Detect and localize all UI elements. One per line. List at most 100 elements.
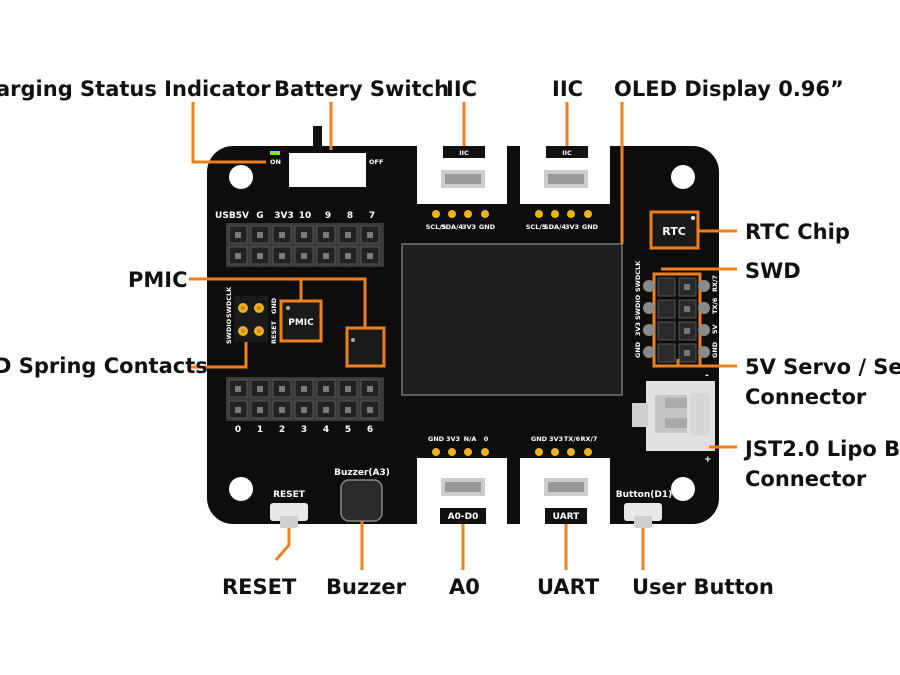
pin-label: 1 bbox=[257, 425, 263, 435]
a0-pin: N/A bbox=[464, 435, 477, 443]
swd-pin-label: 5V bbox=[711, 324, 719, 334]
pmic-dot bbox=[286, 306, 290, 310]
iic-callout-2: IIC bbox=[552, 77, 583, 101]
pin-label: 7 bbox=[369, 211, 375, 221]
battery-switch-body[interactable] bbox=[289, 153, 366, 187]
iic-pin: SDA/4 bbox=[441, 223, 463, 231]
uart-pin: GND bbox=[531, 435, 548, 443]
swd-header: SWDCLK SWDIO 3V3 GND RX/7 TX/6 5V GND bbox=[634, 260, 719, 368]
swd-pin-label: TX/6 bbox=[711, 297, 719, 314]
uart-callout: UART bbox=[537, 575, 600, 599]
reset-board-label: RESET bbox=[273, 490, 306, 500]
battery-switch-callout: Battery Switch bbox=[274, 77, 449, 101]
swd-pin-label: 3V3 bbox=[634, 322, 642, 336]
spring-pin-label: SWDCLK bbox=[225, 286, 233, 318]
rtc-chip bbox=[649, 210, 700, 250]
iic-pin: GND bbox=[582, 223, 599, 231]
reset-button-cap[interactable] bbox=[280, 516, 298, 528]
top-pin-header bbox=[226, 223, 384, 267]
spring-contacts-callout: D Spring Contacts bbox=[0, 354, 208, 378]
charging-status-callout: arging Status Indicator bbox=[0, 77, 271, 101]
swd-pin-label: SWDCLK bbox=[634, 260, 642, 292]
uart-pin: 3V3 bbox=[549, 435, 563, 443]
reset-callout: RESET bbox=[222, 575, 297, 599]
switch-off-label: OFF bbox=[369, 158, 383, 166]
mounting-hole-bottom-left bbox=[229, 477, 253, 501]
pin-label: 3 bbox=[301, 425, 307, 435]
jst-plus-label: + bbox=[704, 455, 712, 465]
iic-connector-label: IIC bbox=[562, 149, 572, 157]
pin-label: 4 bbox=[323, 425, 329, 435]
top-header-labels: USB5V G 3V3 10 9 8 7 bbox=[215, 211, 375, 221]
pmic-chip-label: PMIC bbox=[288, 318, 314, 328]
a0-connector: GND 3V3 N/A 0 A0-D0 bbox=[417, 435, 507, 524]
iic-pin: SDA/4 bbox=[544, 223, 566, 231]
spring-pin-label: RESET bbox=[270, 320, 278, 344]
uart-pin: RX/7 bbox=[581, 435, 598, 443]
pin-label: G bbox=[256, 211, 263, 221]
iic-connector-label: IIC bbox=[459, 149, 469, 157]
pin-label: 0 bbox=[235, 425, 241, 435]
user-button[interactable] bbox=[624, 503, 662, 521]
pin-label: 5 bbox=[345, 425, 351, 435]
spring-pin-label: SWDIO bbox=[225, 318, 233, 344]
servo-callout-line-2: Connector bbox=[745, 385, 867, 409]
uart-connector-label: UART bbox=[553, 512, 581, 522]
pin-label: 6 bbox=[367, 425, 373, 435]
pin-label: 10 bbox=[299, 211, 312, 221]
pmic-callout: PMIC bbox=[128, 268, 188, 292]
a0-pin: GND bbox=[428, 435, 445, 443]
iic-connector-1: IIC SCL/5 SDA/4 3V3 GND bbox=[417, 146, 507, 231]
rtc-chip-label: RTC bbox=[662, 225, 686, 238]
oled-display bbox=[401, 243, 623, 396]
pin-label: 8 bbox=[347, 211, 353, 221]
user-button-callout: User Button bbox=[632, 575, 774, 599]
rtc-callout: RTC Chip bbox=[745, 220, 850, 244]
user-button-cap[interactable] bbox=[634, 516, 652, 528]
pin-label: 3V3 bbox=[274, 211, 294, 221]
jst-callout-line-1: JST2.0 Lipo Ba bbox=[743, 437, 900, 461]
uart-pin: TX/6 bbox=[564, 435, 581, 443]
a0-connector-label: A0-D0 bbox=[448, 512, 479, 522]
bottom-header-labels: 0 1 2 3 4 5 6 bbox=[235, 425, 373, 435]
iic-pin: SCL/5 bbox=[426, 223, 447, 231]
buzzer-board-label: Buzzer(A3) bbox=[334, 468, 390, 478]
swd-pin-label: RX/7 bbox=[711, 275, 719, 292]
swd-callout: SWD bbox=[745, 259, 801, 283]
reset-button[interactable] bbox=[270, 503, 308, 521]
iic-pin: 3V3 bbox=[462, 223, 476, 231]
secondary-chip-dot bbox=[351, 338, 355, 342]
secondary-chip bbox=[345, 326, 386, 368]
swd-pin-label: GND bbox=[711, 341, 719, 358]
rtc-dot bbox=[691, 216, 695, 220]
jst-minus-label: - bbox=[705, 371, 709, 381]
a0-pin: 3V3 bbox=[446, 435, 460, 443]
buzzer bbox=[340, 479, 383, 522]
a0-callout: A0 bbox=[449, 575, 480, 599]
swd-pin-label: SWDIO bbox=[634, 294, 642, 320]
uart-connector: GND 3V3 TX/6 RX/7 UART bbox=[520, 435, 610, 524]
mounting-hole-bottom-right bbox=[671, 477, 695, 501]
iic-pin: 3V3 bbox=[565, 223, 579, 231]
pin-label: USB5V bbox=[215, 211, 249, 221]
pin-label: 2 bbox=[279, 425, 285, 435]
iic-pin: SCL/5 bbox=[526, 223, 547, 231]
a0-pin: 0 bbox=[484, 435, 489, 443]
pin-label: 9 bbox=[325, 211, 331, 221]
charging-led bbox=[270, 151, 280, 155]
spring-pin-label: GND bbox=[270, 297, 278, 314]
mounting-hole-top-left bbox=[229, 165, 253, 189]
jst-callout-line-2: Connector bbox=[745, 467, 867, 491]
iic-pin: GND bbox=[479, 223, 496, 231]
bottom-pin-header bbox=[226, 377, 384, 421]
swd-spring-contacts: SWDCLK SWDIO GND RESET bbox=[225, 286, 278, 344]
battery-switch-lever[interactable] bbox=[313, 126, 322, 154]
iic-callout-1: IIC bbox=[446, 77, 477, 101]
iic-connector-2: IIC SCL/5 SDA/4 3V3 GND bbox=[520, 146, 610, 231]
user-button-board-label: Button(D1) bbox=[616, 490, 672, 500]
buzzer-callout: Buzzer bbox=[326, 575, 407, 599]
mounting-hole-top-right bbox=[671, 165, 695, 189]
servo-callout-line-1: 5V Servo / Sens bbox=[745, 355, 900, 379]
callout-labels: arging Status Indicator Battery Switch I… bbox=[0, 77, 900, 599]
